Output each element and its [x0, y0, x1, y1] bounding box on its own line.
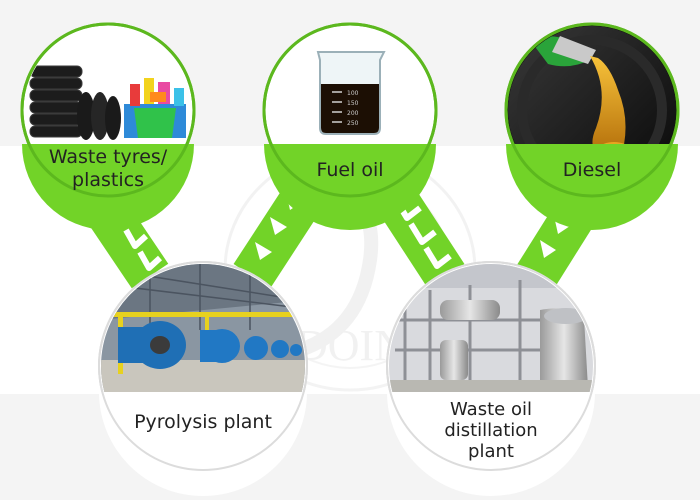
label-distillation-line1: Waste oil	[411, 399, 571, 420]
beaker-mark-100: 100	[347, 90, 359, 97]
beaker-mark-150: 150	[347, 100, 359, 107]
node-waste-tyres-plastics	[20, 20, 200, 230]
label-waste-tyres-plastics: Waste tyres/ plastics	[38, 146, 178, 192]
node-fuel-oil: 100 150 200 250	[262, 22, 442, 230]
node-pyrolysis-plant	[99, 262, 309, 496]
label-waste-line1: Waste tyres/	[38, 146, 178, 169]
label-distillation-line2: distillation	[411, 420, 571, 441]
node-diesel	[504, 22, 684, 230]
label-pyrolysis-plant: Pyrolysis plant	[113, 411, 293, 434]
label-waste-line2: plastics	[38, 169, 178, 192]
label-distillation-line3: plant	[411, 441, 571, 462]
label-fuel-oil: Fuel oil	[290, 159, 410, 182]
label-distillation-plant: Waste oil distillation plant	[411, 399, 571, 462]
beaker-mark-250: 250	[347, 120, 359, 127]
label-diesel: Diesel	[532, 159, 652, 182]
beaker-mark-200: 200	[347, 110, 359, 117]
